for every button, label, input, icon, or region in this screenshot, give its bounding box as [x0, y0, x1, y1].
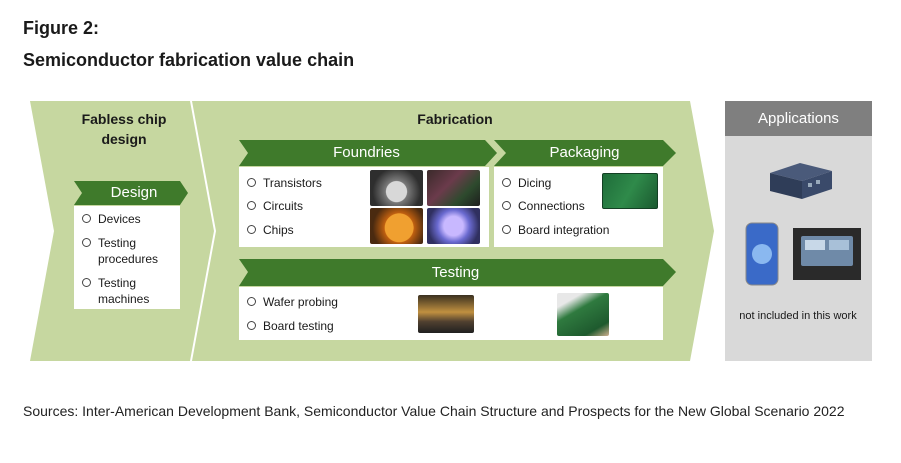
packaging-banner: Packaging — [549, 144, 620, 161]
testing-item-label: Board testing — [263, 319, 334, 333]
applications-header: Applications — [725, 101, 872, 136]
design-item-label: Devices — [98, 212, 141, 226]
design-item: Testing procedures — [82, 235, 177, 267]
bullet-icon — [247, 201, 256, 210]
packaging-item: Board integration — [502, 222, 609, 238]
bullet-icon — [247, 178, 256, 187]
figure-title: Semiconductor fabrication value chain — [23, 50, 355, 70]
bullet-icon — [502, 201, 511, 210]
testing-item: Wafer probing — [247, 294, 338, 310]
wafer-machine-photo — [370, 170, 423, 206]
bullet-icon — [247, 297, 256, 306]
packaging-item: Connections — [502, 198, 585, 214]
foundries-item: Transistors — [247, 175, 322, 191]
design-banner: Design — [110, 184, 158, 201]
wafer-orange-photo — [370, 208, 423, 244]
foundries-banner: Foundries — [333, 144, 400, 161]
packaging-item-label: Connections — [518, 199, 585, 213]
bullet-icon — [82, 238, 91, 247]
foundries-banner-shape — [239, 140, 497, 166]
design-banner-shape — [74, 181, 188, 205]
testing-item-label: Wafer probing — [263, 295, 338, 309]
wafer-handling-photo — [427, 208, 480, 244]
foundries-item-label: Circuits — [263, 199, 304, 213]
design-box — [74, 206, 180, 309]
chip-die-photo — [427, 170, 480, 206]
bullet-icon — [502, 178, 511, 187]
figure-label: Figure 2: — [23, 18, 100, 38]
foundries-item: Chips — [247, 222, 294, 238]
foundries-item-label: Transistors — [263, 176, 322, 190]
design-item-label: Testing procedures — [98, 236, 159, 266]
design-item-label: Testing machines — [98, 276, 150, 306]
foundries-item: Circuits — [247, 198, 303, 214]
bullet-icon — [247, 321, 256, 330]
testing-banner-shape — [239, 259, 676, 286]
design-item: Devices — [82, 211, 177, 227]
foundries-item-label: Chips — [263, 223, 294, 237]
bullet-icon — [502, 225, 511, 234]
packaging-item-label: Dicing — [518, 176, 552, 190]
design-item: Testing machines — [82, 275, 177, 307]
smartphone-icon — [745, 222, 779, 286]
testing-item: Board testing — [247, 318, 334, 334]
packaging-banner-shape — [494, 140, 676, 166]
circuit-board-photo — [602, 173, 658, 209]
bullet-icon — [82, 278, 91, 287]
wafer-probing-photo — [418, 295, 474, 333]
fabrication-header: Fabrication — [417, 111, 493, 127]
bullet-icon — [82, 214, 91, 223]
applications-note: not included in this work — [739, 310, 857, 322]
source-note: Sources: Inter-American Development Bank… — [23, 403, 845, 419]
board-testing-photo — [557, 293, 609, 336]
testing-banner: Testing — [431, 264, 480, 281]
packaging-item: Dicing — [502, 175, 551, 191]
fabless-header: Fabless chip design — [81, 111, 167, 147]
car-display-icon — [793, 228, 861, 280]
bullet-icon — [247, 225, 256, 234]
packaging-item-label: Board integration — [518, 223, 610, 237]
mini-pc-icon — [770, 163, 832, 199]
